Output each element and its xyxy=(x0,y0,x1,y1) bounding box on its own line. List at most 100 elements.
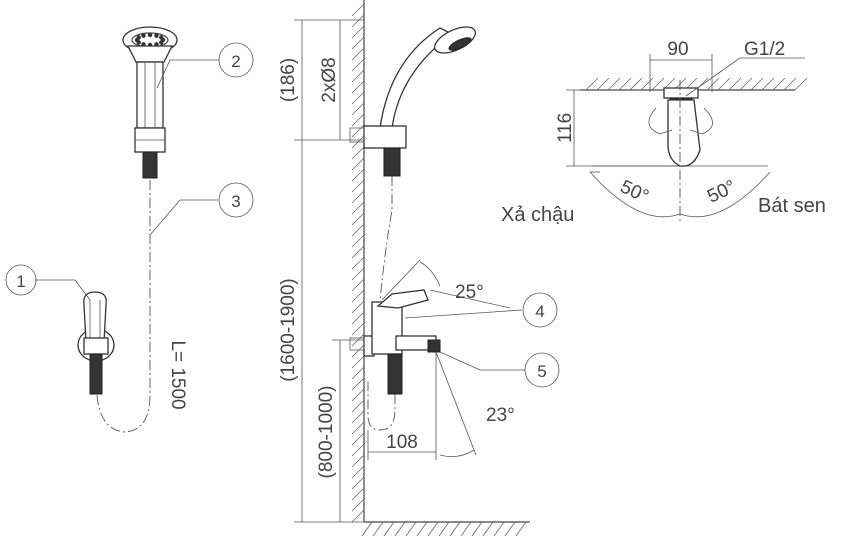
hatch-line xyxy=(351,476,365,490)
mixer-faucet xyxy=(349,289,441,431)
svg-text:3: 3 xyxy=(231,192,240,211)
hatch-line xyxy=(717,77,731,91)
wall-shower xyxy=(349,26,477,301)
hatch-line xyxy=(772,77,786,91)
hatch-line xyxy=(515,521,527,537)
dim-90: 90 xyxy=(667,39,688,60)
hatch-line xyxy=(351,443,365,457)
hand-shower xyxy=(122,26,178,179)
hatch-line xyxy=(351,179,365,193)
dim-angle-23: 23° xyxy=(486,405,515,426)
callout-5: 5 xyxy=(524,352,560,388)
hatch-line xyxy=(394,521,406,537)
hatch-line xyxy=(405,521,417,537)
nozzle-dot xyxy=(154,33,159,38)
hatch-line xyxy=(351,201,365,215)
hatch-line xyxy=(449,521,461,537)
hatch-line xyxy=(351,498,365,512)
wall xyxy=(351,0,530,537)
hatch-line xyxy=(351,234,365,248)
hatch-line xyxy=(351,223,365,237)
hatch-line xyxy=(351,399,365,413)
hatch-line xyxy=(629,77,643,91)
hatch-line xyxy=(351,124,365,138)
hatch-line xyxy=(351,245,365,259)
hatch-line xyxy=(351,14,365,28)
hatch-line xyxy=(618,77,632,91)
nozzle-dot xyxy=(159,40,164,45)
hatch-line xyxy=(640,77,654,91)
hatch-line xyxy=(351,102,365,116)
hatch-line xyxy=(493,521,505,537)
dim-116: 116 xyxy=(555,113,576,143)
hatch-line xyxy=(383,521,395,537)
dim-angle-25: 25° xyxy=(455,282,484,303)
dim-1600-1900: (1600-1900) xyxy=(278,278,299,382)
top-view-detail xyxy=(580,77,808,222)
nozzle-dot xyxy=(159,35,164,40)
hatch-line xyxy=(739,77,753,91)
hatch-line xyxy=(351,454,365,468)
hatch-line xyxy=(427,521,439,537)
hatch-line xyxy=(783,77,797,91)
dim-thread: G1/2 xyxy=(744,39,785,60)
dim-holes: 2xØ8 xyxy=(319,57,340,102)
dim-186: (186) xyxy=(278,58,299,102)
hatch-line xyxy=(351,322,365,336)
wall-holder xyxy=(77,291,115,395)
hatch-line xyxy=(372,521,384,537)
hatch-line xyxy=(750,77,764,91)
label-basin: Xả chậu xyxy=(501,204,574,226)
callout-leaders xyxy=(35,59,525,371)
hatch-line xyxy=(460,521,472,537)
hatch-line xyxy=(351,267,365,281)
hatch-line xyxy=(351,509,365,523)
hatch-line xyxy=(438,521,450,537)
hatch-line xyxy=(482,521,494,537)
callout-4: 4 xyxy=(522,292,558,328)
hatch-line xyxy=(351,278,365,292)
hatch-line xyxy=(351,487,365,501)
nozzle-dot xyxy=(141,33,146,38)
hatch-line xyxy=(651,77,665,91)
hatch-line xyxy=(351,300,365,314)
hatch-line xyxy=(351,146,365,160)
hatch-line xyxy=(351,355,365,369)
hatch-line xyxy=(351,311,365,325)
dim-800-1000: (800-1000) xyxy=(316,386,337,479)
dim-108: 108 xyxy=(386,432,418,453)
hatch-line xyxy=(351,58,365,72)
callout-2: 2 xyxy=(218,42,254,78)
hatch-line xyxy=(351,421,365,435)
hatch-line xyxy=(607,77,621,91)
dim-angle-50-right: 50° xyxy=(704,176,739,207)
dim-hose-length: L= 1500 xyxy=(167,340,188,409)
hatch-line xyxy=(351,289,365,303)
hatch-line xyxy=(351,80,365,94)
dim-angle-50-left: 50° xyxy=(617,176,652,207)
svg-text:5: 5 xyxy=(537,362,546,381)
svg-text:1: 1 xyxy=(16,272,25,291)
hatch-line xyxy=(596,77,610,91)
hatch-line xyxy=(351,190,365,204)
hatch-line xyxy=(351,212,365,226)
hatch-line xyxy=(416,521,428,537)
hatch-line xyxy=(351,432,365,446)
hatch-line xyxy=(794,77,808,91)
nozzle-dot xyxy=(136,35,141,40)
hatch-line xyxy=(728,77,742,91)
svg-text:4: 4 xyxy=(535,302,544,321)
hatch-line xyxy=(351,465,365,479)
hatch-line xyxy=(351,168,365,182)
dimension-lines xyxy=(294,19,805,523)
hatch-line xyxy=(351,256,365,270)
hatch-line xyxy=(351,25,365,39)
hatch-line xyxy=(351,113,365,127)
hatch-line xyxy=(761,77,775,91)
hatch-line xyxy=(351,91,365,105)
hatch-line xyxy=(351,344,365,358)
hatch-line xyxy=(351,69,365,83)
hose-line xyxy=(96,180,151,433)
